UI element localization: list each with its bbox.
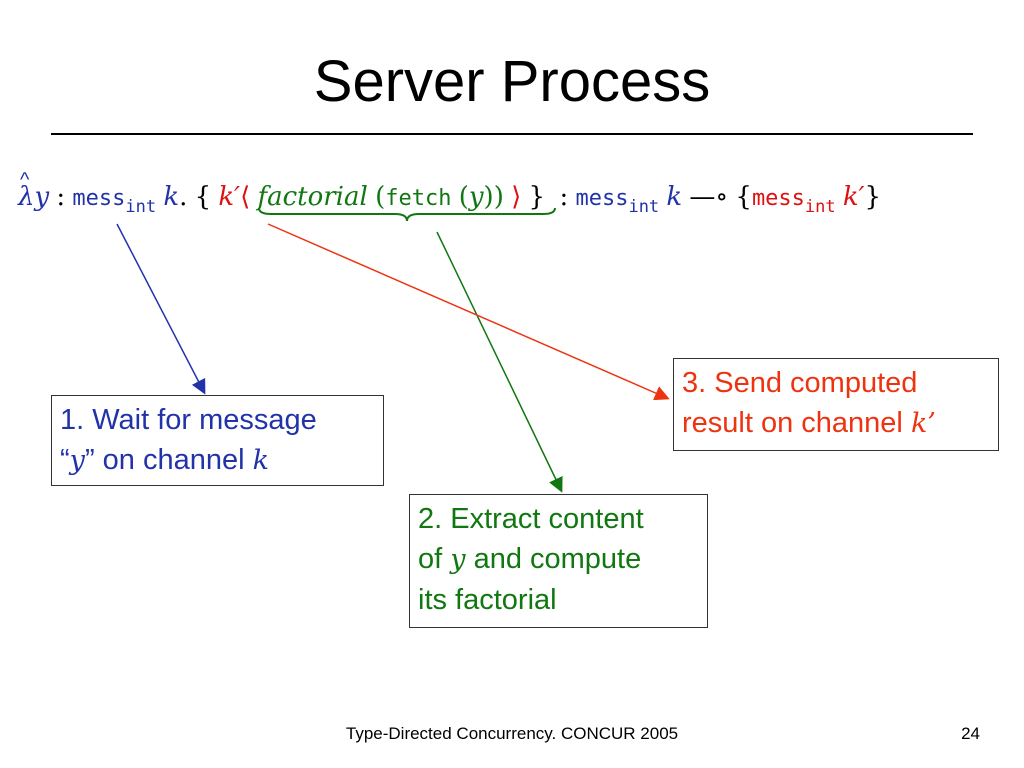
set-close: } [864,182,882,212]
extract-line3: its factorial [418,584,557,616]
extract-var-y: y [450,544,466,575]
slide-footer: Type-Directed Concurrency. CONCUR 2005 [345,724,679,743]
channel-k-prime: k′ [218,182,241,212]
mess-type-2: mess [575,186,629,211]
paren-open: ( [375,182,386,212]
channel-k-2: k [666,182,683,212]
wait-line1: 1. Wait for message [60,404,317,436]
extract-content-box: 2. Extract content of y and compute its … [409,494,708,628]
factorial-function: factorial [257,182,368,212]
extract-line1: 2. Extract content [418,503,644,535]
colon: : [56,182,66,212]
server-process-formula: ^ λ y : messint k. { k′⟨ factorial (fetc… [18,169,882,227]
send-channel-k-prime: k’ [910,408,936,439]
factorial-expression: factorial (fetch (y)) [257,176,557,222]
wait-on-channel: on channel [94,444,253,476]
extract-of: of [418,543,451,575]
int-subscript: int [125,197,157,217]
arg-y: y [468,182,484,212]
left-brace: { [194,182,212,212]
wait-message-box: 1. Wait for message “y” on channel k [51,395,384,486]
channel-k-prime-2: k′ [842,182,865,212]
quote-close: ” [84,444,95,476]
int-subscript-2: int [628,197,660,217]
lambda-symbol: ^ λ [18,169,35,217]
lollipop-arrow: —∘ [689,182,729,212]
type-colon: : [559,182,569,212]
right-brace: } [528,182,546,212]
channel-k: k [163,182,180,212]
send-line2: result on channel k’ [682,403,990,444]
set-open: { [735,182,752,212]
send-result-text: result on channel [682,407,911,439]
lambda-hat: ^ [20,169,30,191]
send-result-box: 3. Send computed result on channel k’ [673,358,999,451]
quote-open: “ [60,444,70,476]
underbrace [258,207,557,222]
arg-close: )) [483,182,504,212]
slide-title: Server Process [313,49,711,114]
bound-var-y: y [34,182,50,212]
left-angle: ⟨ [240,182,251,212]
fetch-function: fetch [385,186,452,211]
right-angle: ⟩ [511,182,522,212]
extract-line2: of y and compute [418,539,699,580]
send-line1: 3. Send computed [682,367,918,399]
wait-line2: “y” on channel k [60,440,375,481]
mess-type: mess [72,186,126,211]
wait-channel-k: k [252,445,269,476]
dot: . [179,182,188,212]
mess-type-3: mess [751,186,805,211]
page-number: 24 [961,724,980,743]
wait-var-y: y [69,445,85,476]
arrow-to-extract [436,231,563,493]
arrow-to-send [267,223,670,401]
title-divider [51,133,973,135]
int-subscript-3: int [804,197,836,217]
arrow-to-wait [116,223,206,395]
extract-and-compute: and compute [465,543,642,575]
arg-open: ( [458,182,469,212]
lambda-glyph: λ [18,182,35,212]
